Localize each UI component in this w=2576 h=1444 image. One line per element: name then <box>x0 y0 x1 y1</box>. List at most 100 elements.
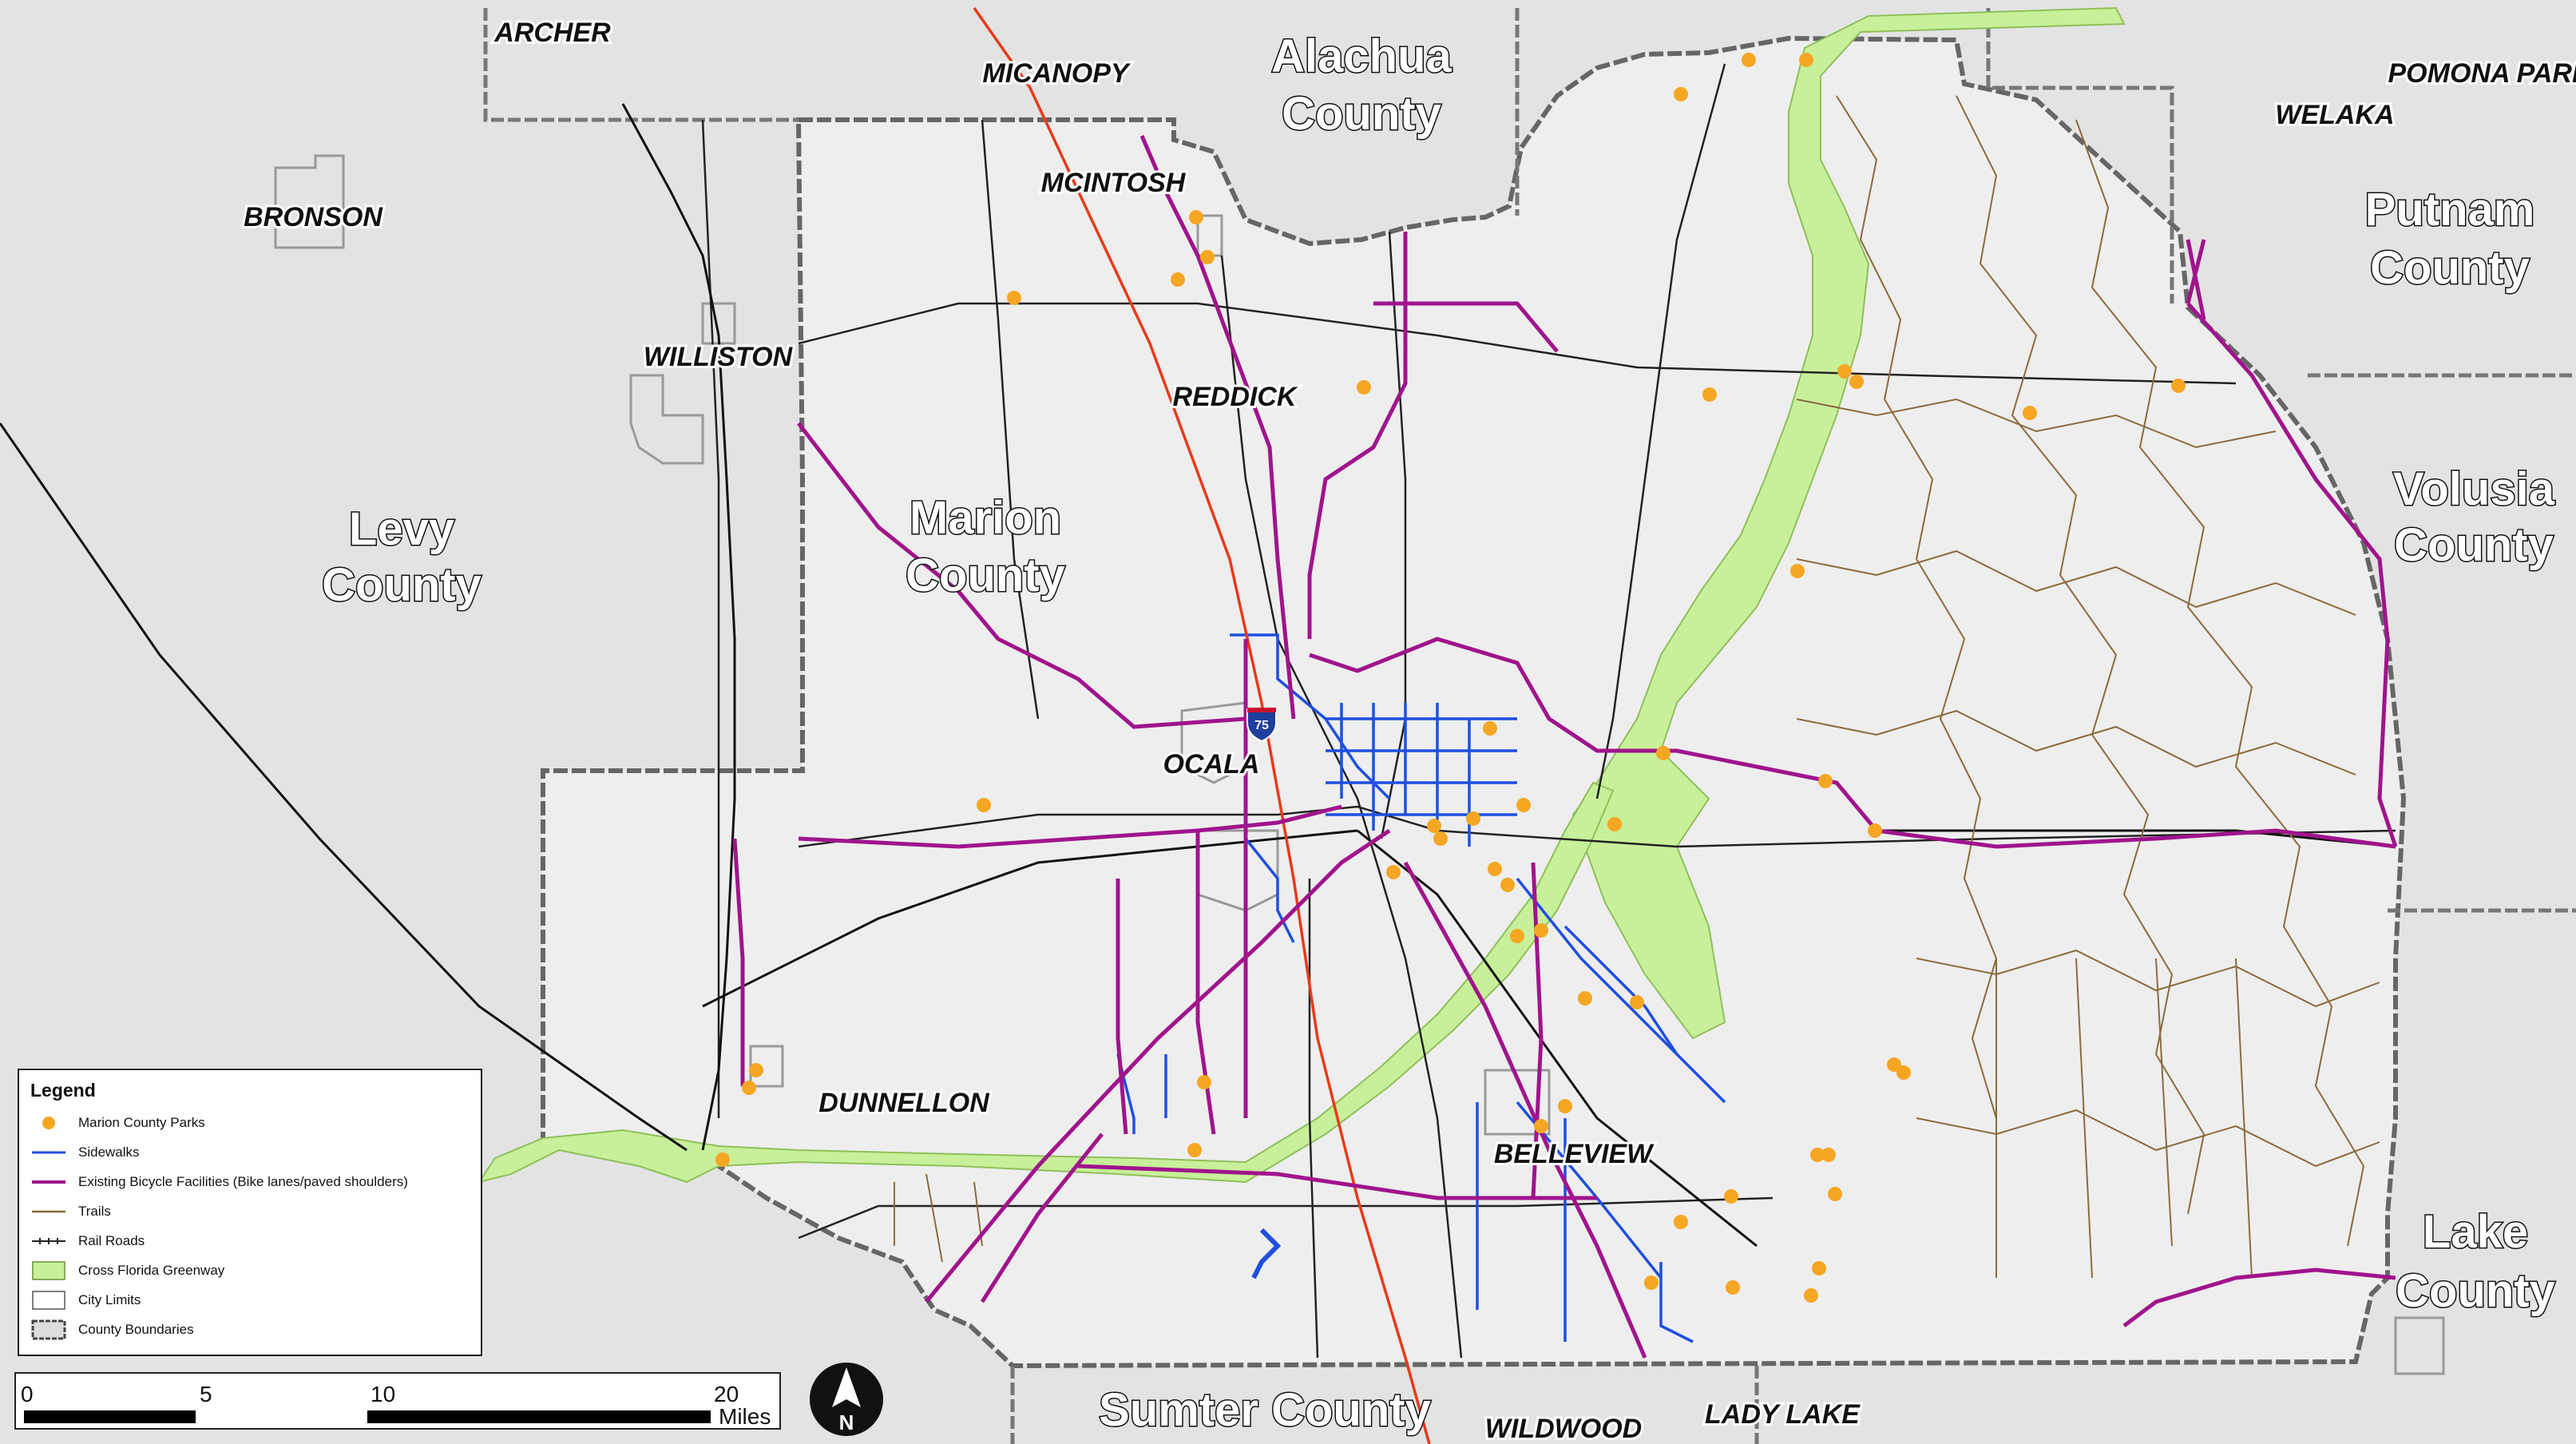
scale-tick-20: 20 <box>714 1382 739 1406</box>
park-dot <box>1896 1065 1911 1080</box>
scale-unit: Miles <box>719 1404 771 1429</box>
scale-bar-graphic <box>24 1410 711 1423</box>
park-dot <box>1799 53 1813 67</box>
park-dot <box>1726 1280 1740 1295</box>
legend-label: Existing Bicycle Facilities (Bike lanes/… <box>78 1173 408 1189</box>
legend-label: Sidewalks <box>78 1144 140 1160</box>
county-label-marion-suffix: County <box>906 549 1065 601</box>
county-label-alachua: Alachua <box>1271 30 1452 82</box>
county-label-levy-suffix: County <box>322 559 482 611</box>
legend-title: Legend <box>30 1080 96 1101</box>
park-dot <box>1197 1075 1211 1089</box>
interstate-75-shield: 75 <box>1246 708 1277 743</box>
park-dot <box>1558 1099 1572 1113</box>
park-dot <box>1644 1275 1659 1290</box>
city-label-mcintosh: MCINTOSH <box>1041 168 1187 198</box>
park-dot <box>1386 865 1401 879</box>
legend-item-bicycle: Existing Bicycle Facilities (Bike lanes/… <box>30 1167 470 1196</box>
bicycle-line-icon <box>32 1180 65 1184</box>
county-label-lake-suffix: County <box>2396 1265 2555 1317</box>
city-label-lady-lake: LADY LAKE <box>1705 1399 1861 1430</box>
scale-tick-5: 5 <box>200 1382 212 1406</box>
park-dot <box>1171 272 1185 287</box>
park-dot <box>1488 862 1502 876</box>
city-label-dunnellon: DUNNELLON <box>818 1088 990 1118</box>
park-dot <box>1200 250 1215 264</box>
park-dot <box>1607 817 1622 831</box>
park-dot <box>1630 995 1644 1010</box>
legend-item-sidewalks: Sidewalks <box>30 1137 470 1167</box>
north-label: N <box>839 1410 854 1434</box>
park-dot <box>1433 831 1448 846</box>
scale-tick-10: 10 <box>371 1382 396 1406</box>
interstate-75 <box>973 6 1431 1444</box>
park-dot <box>1427 819 1441 833</box>
county-label-levy: Levy <box>349 503 454 555</box>
park-dot <box>715 1152 730 1167</box>
park-dot <box>1007 291 1021 305</box>
county-labels: Alachua County Levy County Marion County… <box>321 30 2557 1438</box>
park-dot <box>1534 923 1548 938</box>
county-label-putnam: Putnam <box>2365 184 2535 236</box>
county-label-sumter: Sumter County <box>1099 1384 1431 1436</box>
park-dot <box>1578 991 1592 1006</box>
legend-item-parks: Marion County Parks <box>30 1108 470 1137</box>
legend-item-city-limits: City Limits <box>30 1285 470 1315</box>
county-label-putnam-suffix: County <box>2370 242 2530 294</box>
city-label-micanopy: MICANOPY <box>982 58 1131 89</box>
park-dot <box>1724 1189 1738 1204</box>
sidewalk-line-icon <box>32 1151 65 1153</box>
park-dot <box>2023 406 2037 420</box>
city-label-reddick: REDDICK <box>1173 382 1298 412</box>
legend-label: Cross Florida Greenway <box>78 1262 225 1278</box>
park-dot <box>1887 1057 1901 1072</box>
legend-item-trails: Trails <box>30 1196 470 1226</box>
rail-line-icon <box>32 1237 65 1244</box>
park-dot <box>1742 53 1756 67</box>
park-dot <box>1500 878 1515 892</box>
city-label-pomona-park: POMONA PARK <box>2388 58 2576 89</box>
county-label-volusia: Volusia <box>2393 463 2555 515</box>
park-dot <box>1357 380 1371 395</box>
park-dot <box>1702 387 1717 402</box>
city-label-williston: WILLISTON <box>644 342 794 372</box>
park-dot <box>1466 811 1480 826</box>
park-dot <box>1510 929 1524 943</box>
park-dot <box>1674 1215 1688 1229</box>
interstate-shield-number: 75 <box>1254 719 1269 732</box>
legend-label: City Limits <box>78 1291 141 1307</box>
county-label-marion: Marion <box>910 492 1061 544</box>
legend: Legend Marion County Parks Sidewalks Exi… <box>18 1069 482 1356</box>
park-dot <box>1818 774 1833 788</box>
neighbor-county-boundaries <box>483 8 2576 1444</box>
park-dot <box>1837 364 1852 379</box>
park-dot <box>977 798 991 812</box>
trails <box>894 95 2380 1279</box>
park-dot <box>1812 1261 1826 1275</box>
park-dot <box>2171 379 2186 393</box>
park-dot <box>1828 1187 1842 1201</box>
park-dot <box>1534 1119 1548 1133</box>
bicycle-facilities <box>732 135 2398 1359</box>
scale-bar: 0 5 10 20 Miles <box>14 1372 781 1430</box>
north-arrow-icon: N <box>810 1363 883 1436</box>
park-dot <box>1483 721 1497 736</box>
city-label-bronson: BRONSON <box>244 202 383 232</box>
park-dot <box>1674 87 1688 101</box>
park-dot <box>749 1063 763 1077</box>
park-dot <box>1187 1143 1202 1157</box>
county-label-volusia-suffix: County <box>2394 519 2554 571</box>
city-box-icon <box>32 1290 65 1310</box>
park-dot-icon <box>42 1116 55 1129</box>
park-dot <box>1189 210 1203 224</box>
park-dot <box>1516 798 1531 812</box>
city-label-welaka: WELAKA <box>2275 100 2394 130</box>
park-dot <box>1849 375 1864 389</box>
legend-label: Marion County Parks <box>78 1114 205 1130</box>
city-label-belleview: BELLEVIEW <box>1494 1139 1655 1169</box>
legend-label: County Boundaries <box>78 1321 194 1337</box>
scale-tick-0: 0 <box>21 1382 34 1406</box>
north-arrow: N <box>806 1359 886 1439</box>
park-dot <box>742 1081 756 1095</box>
